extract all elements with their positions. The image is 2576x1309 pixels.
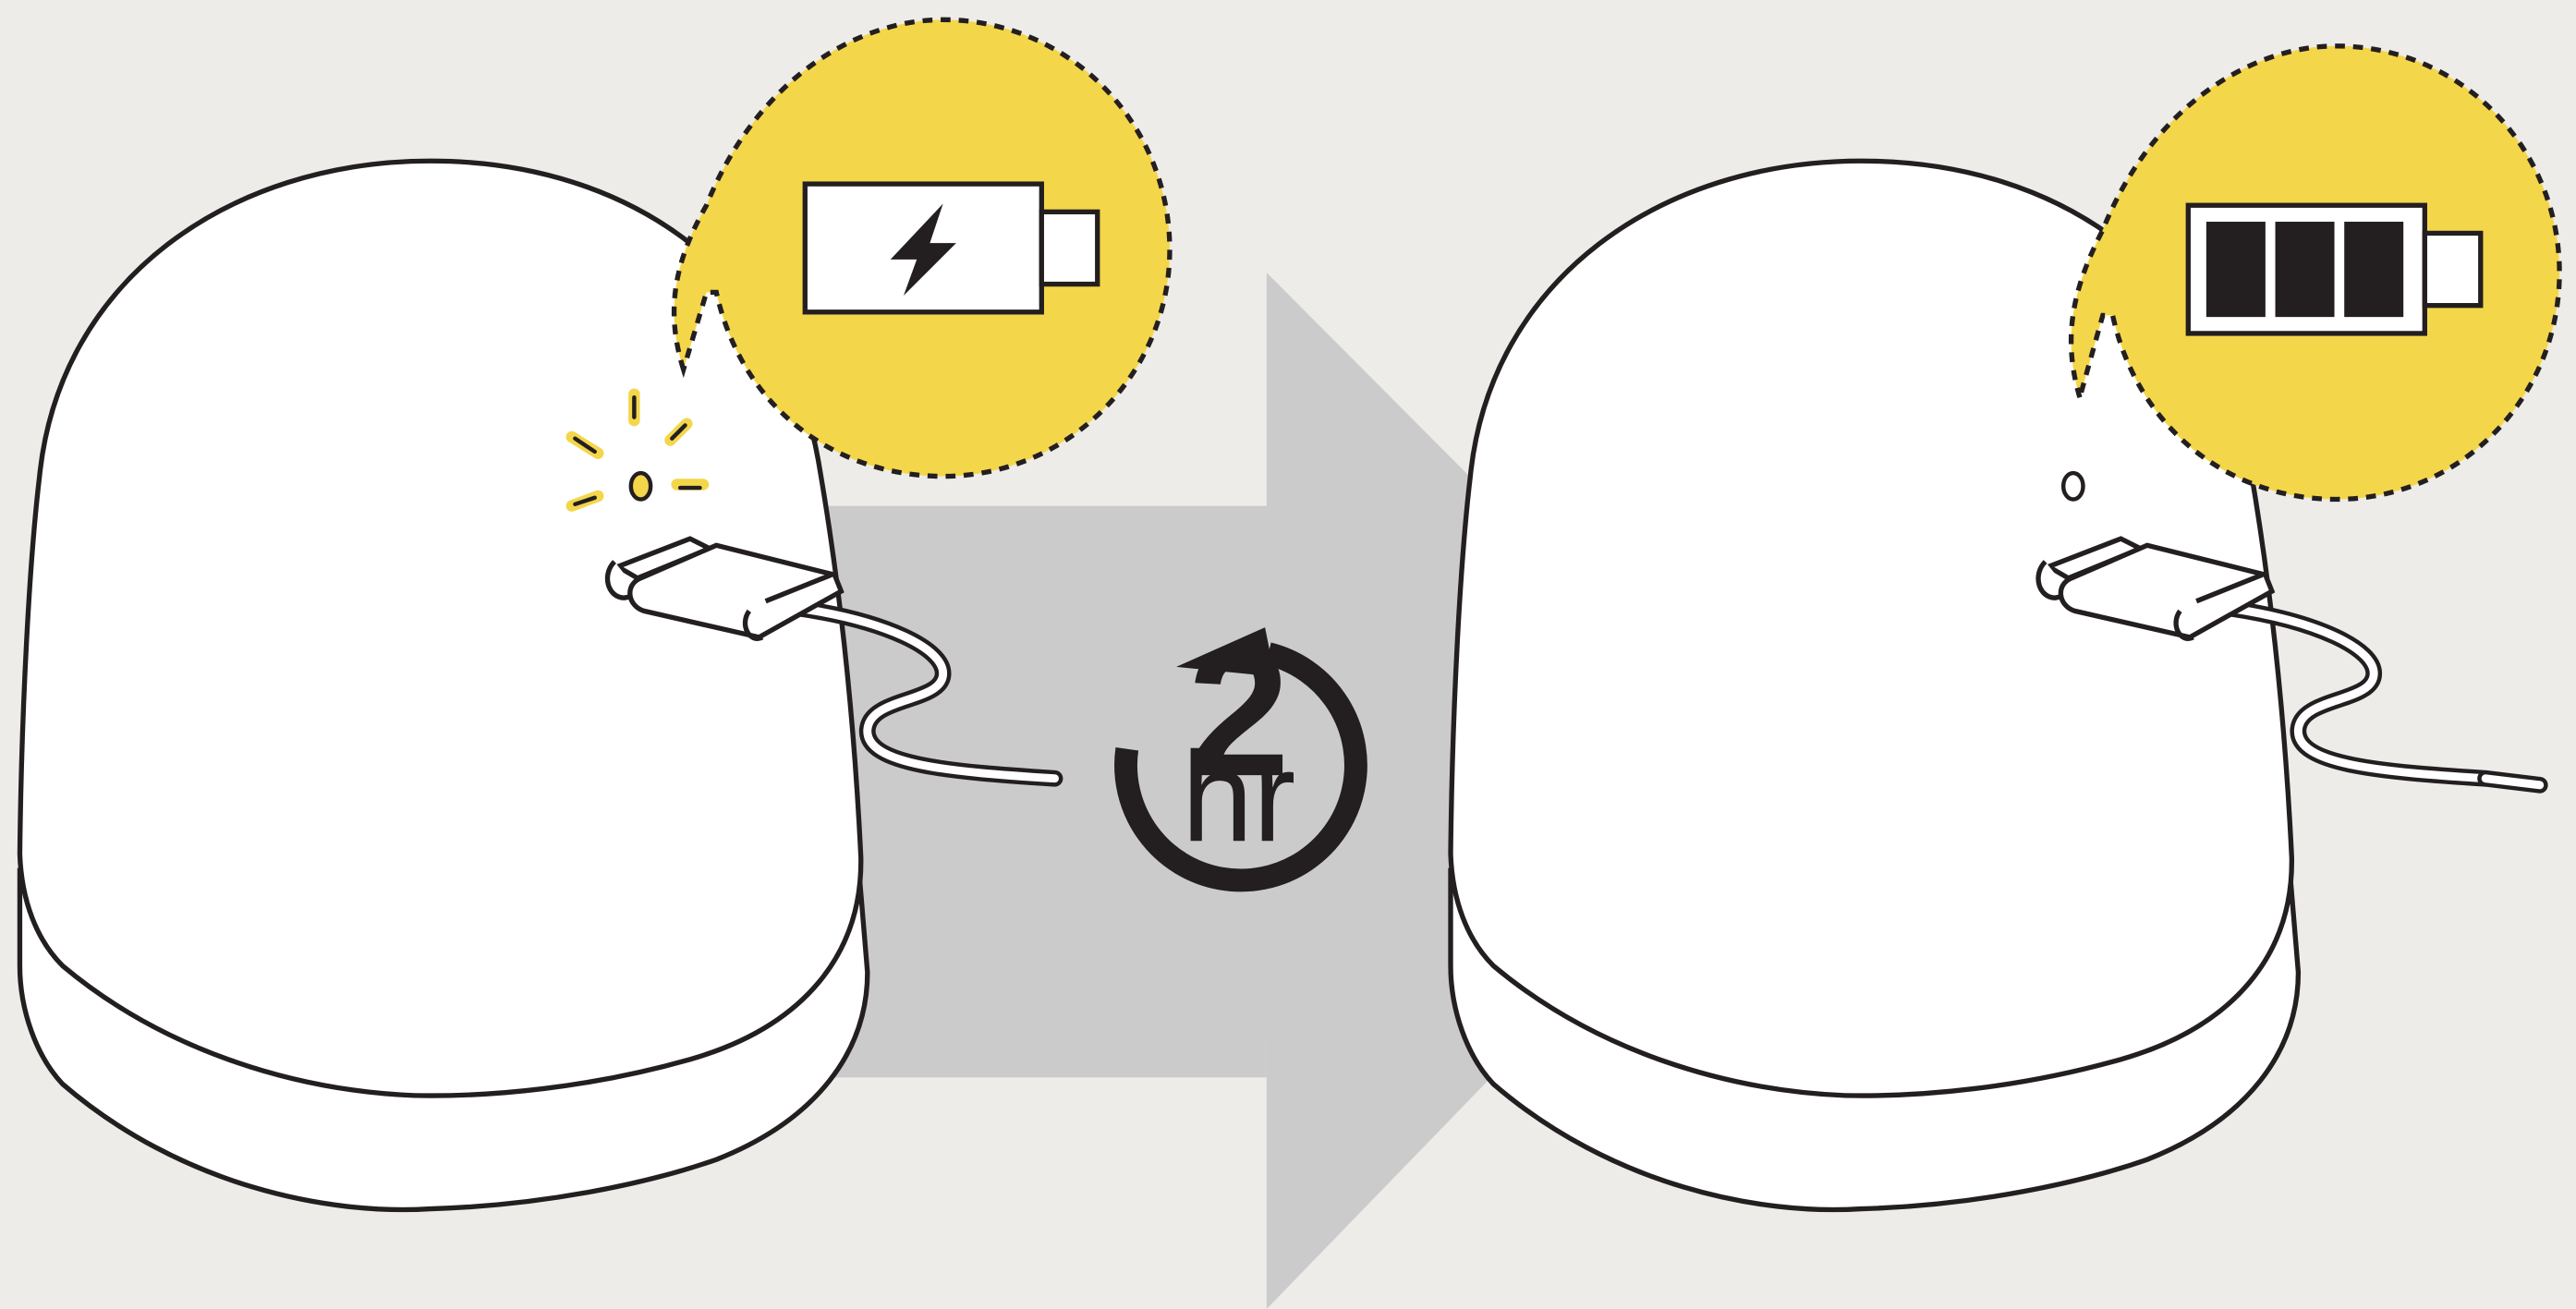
status-light: [2063, 473, 2083, 499]
timer-unit: hr: [1182, 725, 1295, 868]
battery-bar: [2206, 222, 2266, 317]
battery-bar: [2276, 222, 2335, 317]
status-light: [631, 473, 650, 499]
battery-bar: [2344, 222, 2403, 317]
